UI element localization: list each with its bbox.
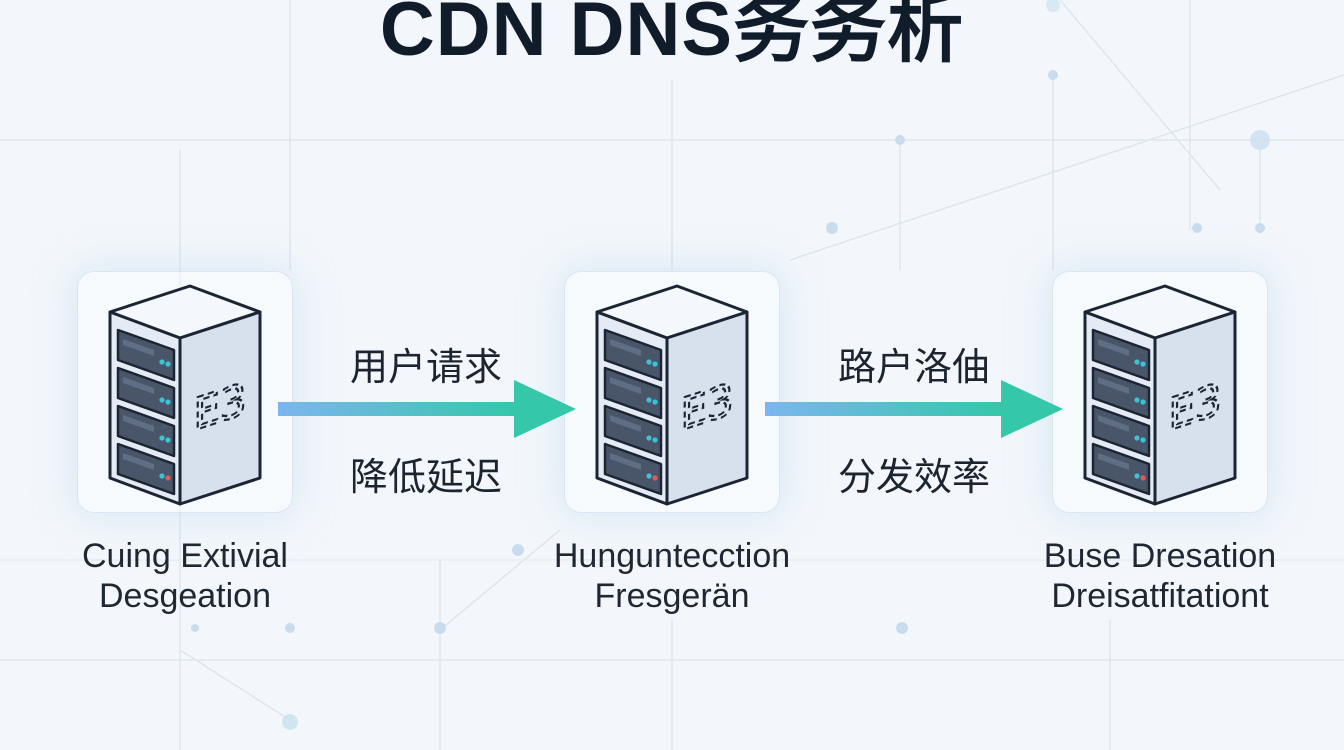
page-title: CDN DNS务务析	[379, 0, 965, 72]
server-node-2-label-line1: Hunguntecction	[553, 537, 791, 575]
server-node-2: E3	[565, 272, 779, 512]
server-node-1: E3	[78, 272, 292, 512]
server-node-3-label: Buse Dresation Dreisatfitationt	[1000, 536, 1320, 616]
server-node-1-label-line2: Desgeation	[98, 577, 271, 615]
server-node-1-label-line1: Cuing Extivial	[82, 537, 288, 575]
flow-2-arrow-icon	[765, 380, 1063, 438]
flow-1-top-label: 用户请求	[350, 345, 503, 389]
flow-2-top-label: 路户洛伷	[838, 345, 991, 389]
flow-1-bottom-label: 降低延迟	[350, 455, 503, 499]
server-node-2-label-line2: Fresgerän	[594, 577, 750, 615]
server-node-3-label-line1: Buse Dresation	[1043, 537, 1277, 575]
server-icon: E3	[595, 284, 749, 506]
flow-2-bottom-label: 分发效率	[838, 455, 991, 499]
server-node-2-label: Hunguntecction Fresgerän	[512, 536, 832, 616]
server-icon: E3	[108, 284, 262, 506]
server-node-3-label-line2: Dreisatfitationt	[1051, 577, 1269, 615]
server-icon: E3	[1083, 284, 1237, 506]
server-node-1-label: Cuing Extivial Desgeation	[25, 536, 345, 616]
server-node-3: E3	[1053, 272, 1267, 512]
flow-1-arrow-icon	[278, 380, 576, 438]
